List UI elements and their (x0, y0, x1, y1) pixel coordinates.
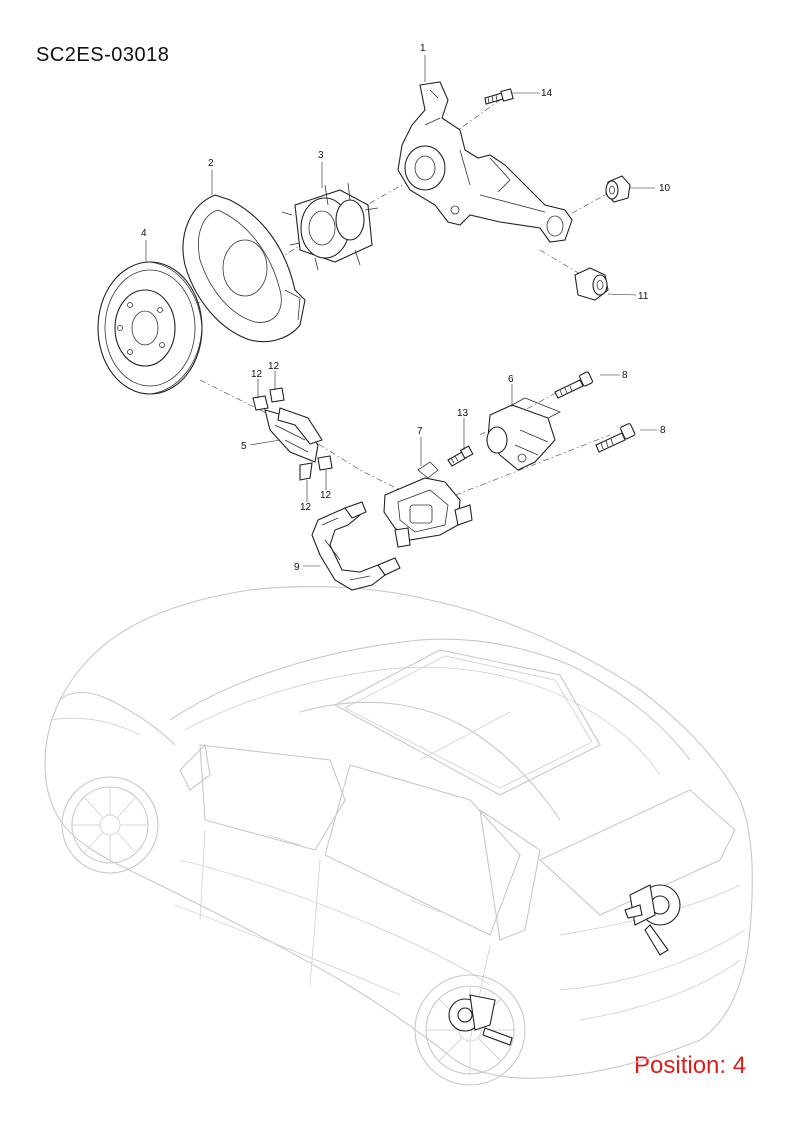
pad-clip-icon (252, 387, 333, 481)
callout-12a: 12 (251, 369, 263, 380)
callout-12b: 12 (268, 361, 280, 372)
parking-brake-motor-icon (486, 397, 561, 471)
callout-numbers: 1 2 3 4 5 6 7 8 8 9 10 11 12 12 12 12 13… (141, 43, 671, 573)
callout-11: 11 (638, 291, 649, 302)
callout-14: 14 (541, 88, 553, 99)
highlighted-rear-assembly-icon (448, 884, 681, 1046)
callout-12d: 12 (320, 490, 332, 501)
steering-knuckle-icon (397, 81, 573, 243)
callout-4: 4 (141, 228, 147, 239)
callout-5: 5 (241, 441, 247, 452)
callout-3: 3 (318, 150, 324, 161)
bushing-icon (574, 267, 609, 301)
bolt-icon (447, 445, 474, 467)
position-label: Position: 4 (634, 1052, 747, 1079)
bushing-icon (605, 175, 631, 203)
callout-12c: 12 (300, 502, 312, 513)
caliper-bracket-icon (311, 501, 401, 591)
callout-2: 2 (208, 158, 214, 169)
bolt-icon (484, 88, 514, 105)
brake-caliper-icon (383, 461, 473, 548)
callout-9: 9 (294, 562, 300, 573)
brake-disc-icon (97, 261, 203, 395)
caliper-guide-bolt-icon (595, 423, 636, 453)
callout-6: 6 (508, 374, 514, 385)
caliper-guide-bolt-icon (554, 371, 593, 399)
callout-8a: 8 (622, 370, 628, 381)
callout-leaders (145, 55, 657, 567)
callout-7: 7 (417, 426, 423, 437)
front-wheel-icon (61, 776, 159, 874)
dust-shield-icon (182, 194, 306, 343)
brake-pad-icon (264, 407, 323, 463)
diagram-code: SC2ES-03018 (36, 44, 170, 66)
callout-10: 10 (659, 183, 671, 194)
vehicle-outline-icon (44, 586, 753, 1086)
wheel-hub-bearing-icon (281, 182, 379, 271)
callout-8b: 8 (660, 425, 666, 436)
callout-13: 13 (457, 408, 469, 419)
callout-1: 1 (420, 43, 426, 54)
